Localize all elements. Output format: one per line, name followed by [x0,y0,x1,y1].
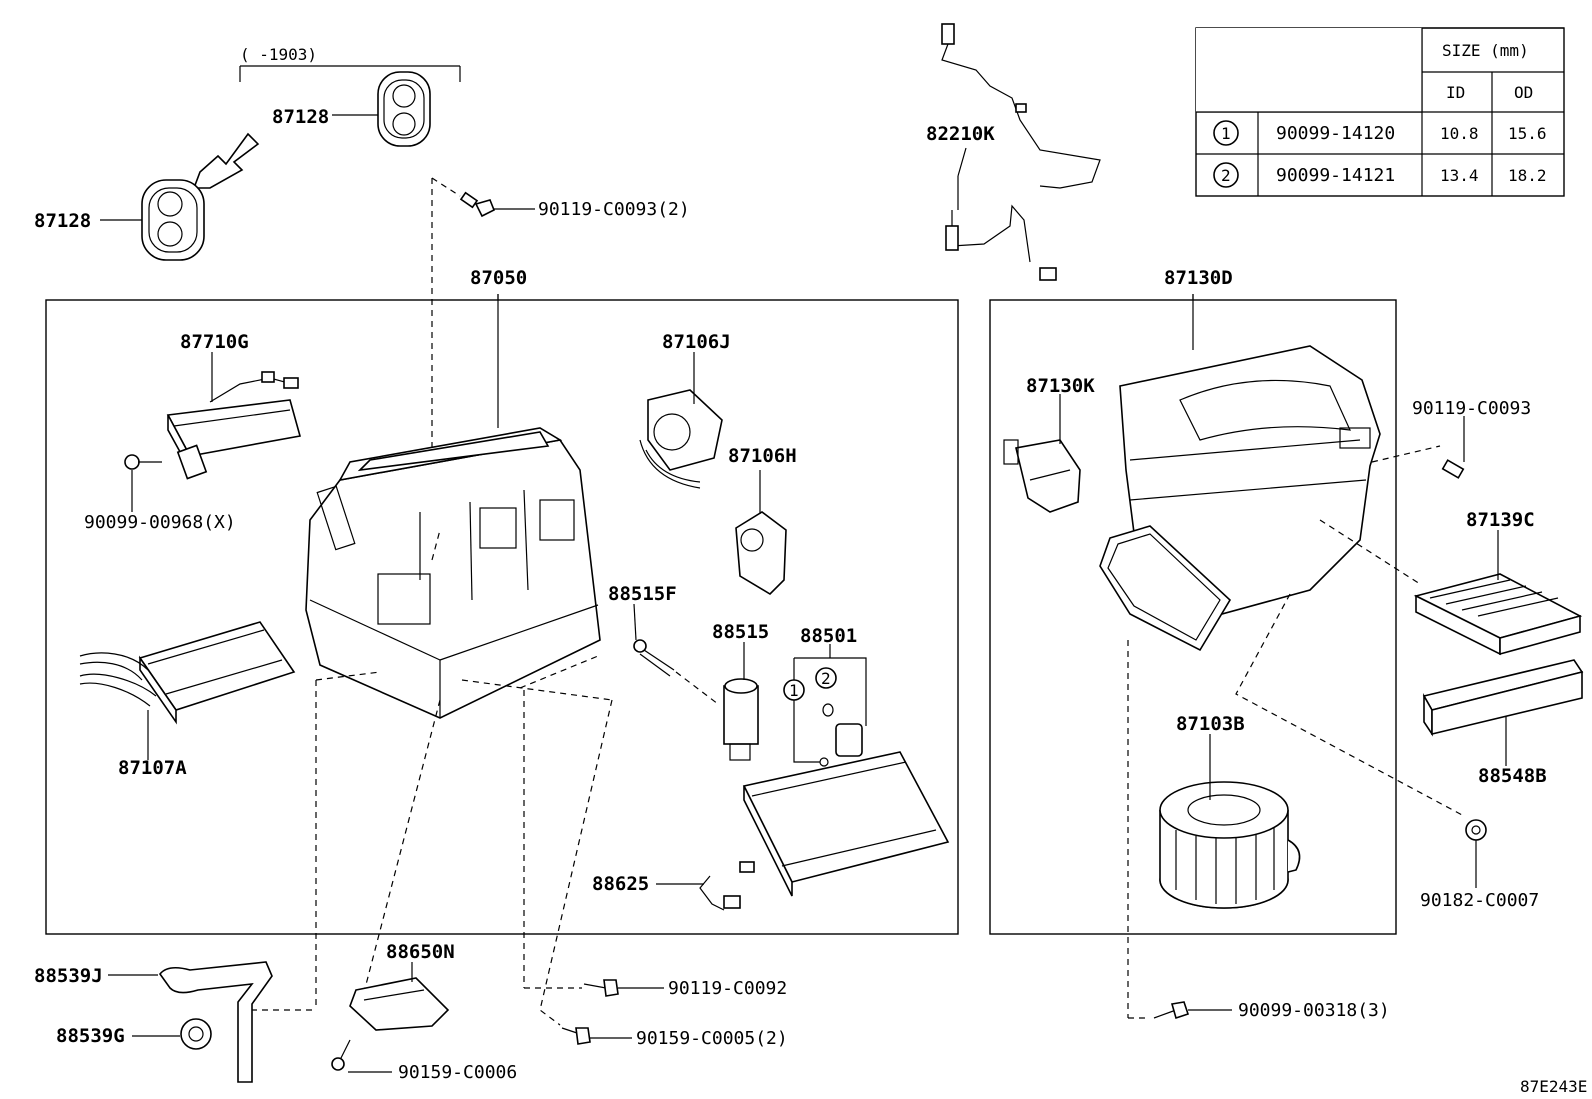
svg-text:1: 1 [789,681,799,700]
label-87128-lower: 87128 [34,210,91,232]
label-88539g: 88539G [56,1025,125,1047]
label-82210k: 82210K [926,123,995,145]
screw-90099-00318-3[interactable] [1153,1001,1232,1020]
servo-87106j[interactable] [639,352,723,489]
range-note: ( -1903) [240,45,317,64]
svg-text:2: 2 [821,669,831,688]
screw-90119-c0093[interactable] [1441,416,1465,479]
size-row-2-part: 90099-14121 [1276,165,1395,186]
arrow-icon [192,132,260,189]
size-table: SIZE (mm) ID OD 1 90099-14120 10.8 15.6 … [1195,27,1565,197]
screw-90119-c0093-2[interactable] [459,191,535,218]
size-table-header: SIZE (mm) [1442,41,1529,60]
size-table-col-od: OD [1514,83,1533,102]
bolt-88515f[interactable] [633,603,675,677]
heater-case-87050[interactable] [305,294,601,719]
screw-90159-c0005-2[interactable] [561,1027,632,1045]
diagram-code: 87E243E [1520,1077,1587,1096]
clip-90182-c0007[interactable] [1465,819,1487,888]
label-90119-c0093: 90119-C0093 [1412,398,1531,419]
label-88501: 88501 [800,625,857,647]
label-87128-upper: 87128 [272,106,329,128]
range-bracket: ( -1903) [239,45,461,82]
filter-88548b[interactable] [1422,659,1584,766]
grommet-87128-upper[interactable] [332,71,431,147]
group-box-87050 [45,299,959,935]
grommet-87128-lower[interactable] [100,179,205,261]
label-88515: 88515 [712,621,769,643]
oring-marker-1: 1 [783,679,829,767]
label-87106h: 87106H [728,445,797,467]
size-row-1-id: 10.8 [1440,124,1479,143]
label-88548b: 88548B [1478,765,1547,787]
blower-motor-87103b[interactable] [1159,734,1301,909]
label-88539j: 88539J [34,965,103,987]
filter-87139c[interactable] [1413,530,1583,656]
screw-90159-c0006[interactable] [331,1039,392,1073]
part-87710g[interactable] [166,352,302,480]
size-table-col-id: ID [1446,83,1465,102]
size-row-2-id: 13.4 [1440,166,1479,185]
evaporator-88501[interactable] [742,644,950,897]
blower-case-87130d[interactable] [1099,294,1381,652]
size-row-2-mark: 2 [1221,166,1231,185]
label-90099-00968x: 90099-00968(X) [84,512,236,533]
size-row-1-mark: 1 [1221,124,1231,143]
hose-88539j[interactable] [108,961,273,1083]
screw-90099-00968x[interactable] [124,454,162,512]
oring-marker-2: 2 [815,667,837,717]
label-90159-c0005-2: 90159-C0005(2) [636,1028,788,1049]
label-90159-c0006: 90159-C0006 [398,1062,517,1083]
label-90119-c0093-2: 90119-C0093(2) [538,199,690,220]
label-87107a: 87107A [118,757,187,779]
label-88625: 88625 [592,873,649,895]
heater-core-87107a[interactable] [79,621,296,760]
size-row-1-od: 15.6 [1508,124,1547,143]
label-88650n: 88650N [386,941,455,963]
valve-88515[interactable] [723,642,759,761]
label-87139c: 87139C [1466,509,1535,531]
sensor-88625[interactable] [656,861,755,911]
label-87106j: 87106J [662,331,731,353]
servo-87106h[interactable] [735,470,787,596]
label-87710g: 87710G [180,331,249,353]
label-88515f: 88515F [608,583,677,605]
label-90119-c0092: 90119-C0092 [668,978,787,999]
label-90099-00318-3: 90099-00318(3) [1238,1000,1390,1021]
harness-82210k[interactable] [941,23,1101,281]
grommet-88539g[interactable] [132,1018,212,1050]
label-90182-c0007: 90182-C0007 [1420,890,1539,911]
size-row-2-od: 18.2 [1508,166,1547,185]
label-87130k: 87130K [1026,375,1095,397]
bracket-88650n[interactable] [349,962,450,1031]
size-row-1-part: 90099-14120 [1276,123,1395,144]
label-87130d: 87130D [1164,267,1233,289]
label-87103b: 87103B [1176,713,1245,735]
servo-87130k[interactable] [1003,394,1081,513]
screw-90119-c0092[interactable] [583,979,664,997]
label-87050: 87050 [470,267,527,289]
